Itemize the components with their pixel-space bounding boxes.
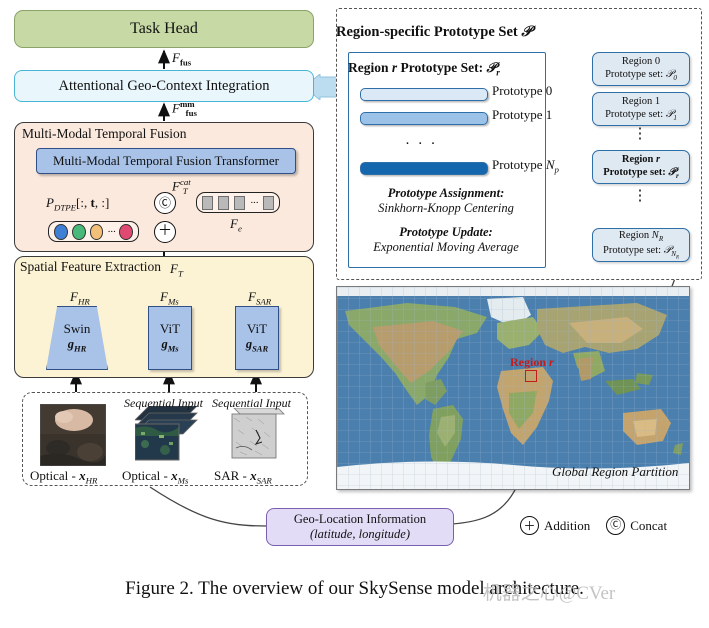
addition-operator: ＋ <box>154 221 176 243</box>
region-r-card-title: Region r Prototype Set: 𝒫r <box>348 60 500 78</box>
input-caption-hr: Optical - xHR <box>30 468 98 486</box>
region-chip-line2: Prototype set: 𝒫NR <box>603 244 679 261</box>
watermark: 机器之心@CVer <box>482 583 616 604</box>
dtpe-dot-1 <box>71 223 86 240</box>
concat-operator: Ⓒ <box>154 192 176 214</box>
task-head-label: Task Head <box>130 20 198 37</box>
region-chip-r[interactable]: Region r Prototype set: 𝒫r <box>592 150 690 184</box>
encoder-subscript: gSAR <box>245 336 269 354</box>
fe-square-3 <box>263 195 274 210</box>
flow-label-f-e: Fe <box>230 216 242 234</box>
region-chip-line1: Region 0 <box>621 55 661 67</box>
figure-caption: Figure 2. The overview of our SkySense m… <box>125 578 584 599</box>
task-head-block[interactable]: Task Head <box>14 10 314 48</box>
mmtf-transformer-label: Multi-Modal Temporal Fusion Transformer <box>53 153 279 168</box>
concat-circle-icon: Ⓒ <box>606 516 626 535</box>
encoder-name: ViT <box>246 321 268 337</box>
region-chip-line1: Region 1 <box>621 95 661 107</box>
region-chip-line2: Prototype set: 𝒫r <box>603 167 679 181</box>
mmtf-title: Multi-Modal Temporal Fusion <box>22 126 187 141</box>
flow-label-f-fus-mm: Fmmfus <box>172 99 197 118</box>
prototype-label-0: Prototype 0 <box>492 83 553 98</box>
sfe-title: Spatial Feature Extraction <box>20 259 161 274</box>
dtpe-dot-2 <box>89 223 104 240</box>
encoder-subscript: gHR <box>67 336 87 354</box>
flow-label-f-t-cat: FcatT <box>172 177 191 196</box>
geo-line2: (latitude, longitude) <box>310 527 410 541</box>
input-caption-ms: Optical - xMs <box>122 468 189 486</box>
prototype-label-n: Prototype Np <box>492 157 559 175</box>
agci-label: Attentional Geo-Context Integration <box>58 77 270 94</box>
legend-concat: Ⓒ Concat <box>606 516 667 535</box>
prototype-bar-1 <box>360 112 488 125</box>
input-caption-sar: SAR - xSAR <box>214 468 272 486</box>
legend-concat-label: Concat <box>630 517 668 533</box>
fe-square-1 <box>218 195 229 210</box>
fe-square-2 <box>234 195 245 210</box>
fe-square-0 <box>202 195 213 210</box>
region-chip-0[interactable]: Region 0 Prototype set: 𝒫0 <box>592 52 690 86</box>
input-note-sar: Sequential Input <box>212 396 291 410</box>
prototype-assignment-title: Prototype Assignment: <box>387 186 505 200</box>
geo-line1: Geo-Location Information <box>293 512 427 526</box>
prototype-update-value: Exponential Moving Average <box>373 240 519 254</box>
sar-thumbnail <box>231 408 285 459</box>
attentional-geo-context-integration-block[interactable]: Attentional Geo-Context Integration <box>14 70 314 102</box>
dtpe-token-group: ··· <box>48 221 139 242</box>
mmtf-transformer-block[interactable]: Multi-Modal Temporal Fusion Transformer <box>36 148 296 174</box>
map-region-marker <box>525 370 537 382</box>
flow-label-f-ms: FMs <box>160 289 179 307</box>
input-note-ms: Sequential Input <box>124 396 203 410</box>
fe-token-group: ··· <box>196 192 280 213</box>
fe-ellipsis: ··· <box>250 196 259 209</box>
dtpe-label: PDTPE[:, t, :] <box>46 195 110 213</box>
dtpe-dot-3 <box>119 223 133 240</box>
prototype-assignment-value: Sinkhorn-Knopp Centering <box>378 201 514 215</box>
encoder-name: ViT <box>159 321 181 337</box>
region-chip-line1: Region NR <box>618 229 664 243</box>
prototype-label-1: Prototype 1 <box>492 107 553 122</box>
region-chip-line2: Prototype set: 𝒫0 <box>605 69 677 83</box>
dtpe-ellipsis: ··· <box>107 225 116 238</box>
encoder-subscript: gMs <box>161 336 179 354</box>
encoder-swin-hr[interactable]: Swin gHR <box>46 306 108 370</box>
prototype-update-title: Prototype Update: <box>399 225 493 239</box>
geo-location-information-box[interactable]: Geo-Location Information (latitude, long… <box>266 508 454 546</box>
region-chip-n[interactable]: Region NR Prototype set: 𝒫NR <box>592 228 690 262</box>
region-chip-dots-upper: ⋮ <box>632 126 648 142</box>
map-region-marker-label: Region r <box>510 355 554 369</box>
plus-circle-icon: ＋ <box>520 516 539 535</box>
map-caption: Global Region Partition <box>552 464 679 479</box>
dtpe-dot-0 <box>54 223 68 240</box>
legend: ＋ Addition Ⓒ Concat <box>520 516 667 535</box>
prototype-panel-title: Region-specific Prototype Set 𝒫 <box>336 24 532 40</box>
region-chip-1[interactable]: Region 1 Prototype set: 𝒫1 <box>592 92 690 126</box>
prototype-bar-n <box>360 162 488 175</box>
encoder-name: Swin <box>63 321 91 337</box>
legend-addition: ＋ Addition <box>520 516 590 535</box>
optical-hr-thumbnail <box>40 404 106 466</box>
flow-label-f-sar: FSAR <box>248 289 272 307</box>
region-chip-line2: Prototype set: 𝒫1 <box>605 109 677 123</box>
global-region-partition-map[interactable] <box>336 286 690 490</box>
flow-label-f-t: FT <box>170 261 183 279</box>
region-chip-dots-lower: ⋮ <box>632 188 648 204</box>
encoder-vit-sar[interactable]: ViT gSAR <box>235 306 279 370</box>
flow-label-f-hr: FHR <box>70 289 90 307</box>
legend-addition-label: Addition <box>544 517 591 533</box>
encoder-vit-ms[interactable]: ViT gMs <box>148 306 192 370</box>
prototype-ellipsis: · · · <box>405 136 438 152</box>
region-chip-line1: Region r <box>621 153 661 165</box>
flow-label-f-fus: Ffus <box>172 50 192 68</box>
prototype-bar-0 <box>360 88 488 101</box>
optical-ms-thumbnail <box>135 406 198 461</box>
